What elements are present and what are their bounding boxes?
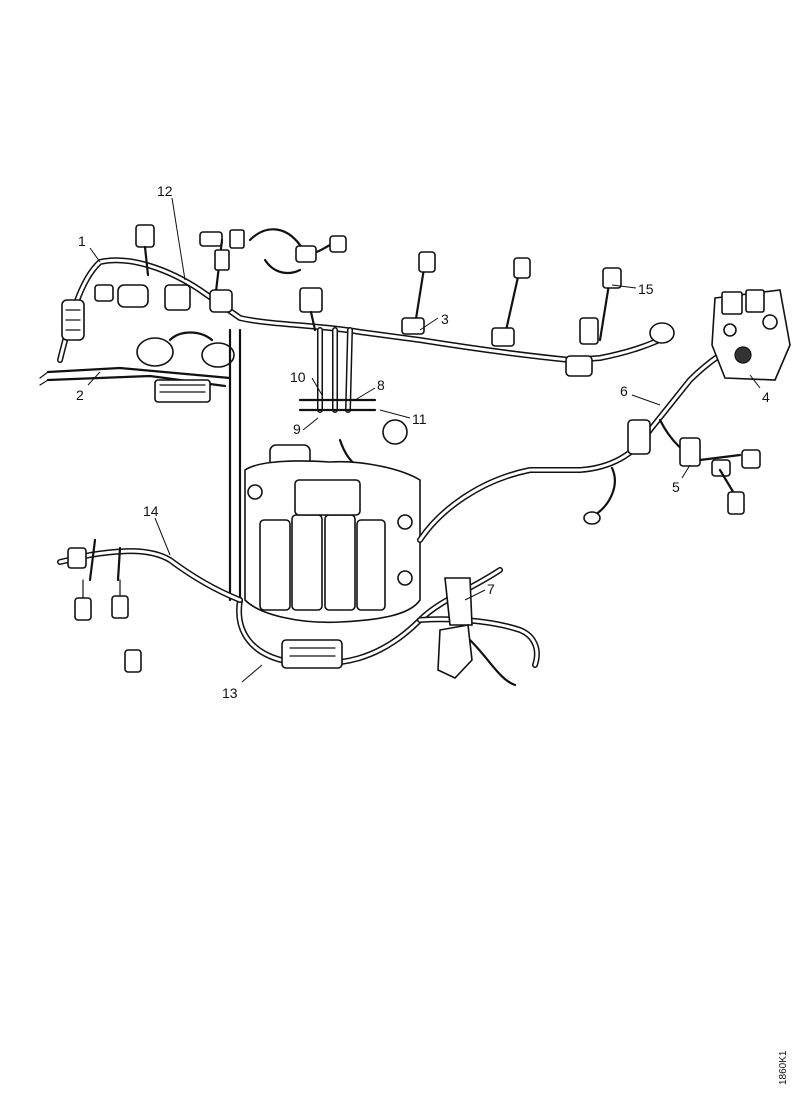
sensor-drop-group xyxy=(401,251,675,377)
callout-3: 3 xyxy=(441,311,449,327)
callout-14: 14 xyxy=(143,503,159,519)
module-block xyxy=(244,460,421,624)
top-center-connector-group xyxy=(248,228,347,332)
callout-12: 12 xyxy=(157,183,173,199)
callout-labels: 1 2 3 4 5 6 7 8 9 10 11 12 13 14 15 xyxy=(76,183,770,701)
callout-15: 15 xyxy=(638,281,654,297)
figure-reference-code: 1860K1 xyxy=(778,1050,789,1085)
callout-4: 4 xyxy=(762,389,770,405)
left-lower-branch xyxy=(57,538,243,673)
right-branch-harness xyxy=(417,352,761,543)
callout-leaders xyxy=(87,197,761,683)
lower-right-branch xyxy=(417,577,540,687)
callout-9: 9 xyxy=(293,421,301,437)
callout-6: 6 xyxy=(620,383,628,399)
callout-2: 2 xyxy=(76,387,84,403)
callout-11: 11 xyxy=(412,411,427,427)
left-connector-group xyxy=(61,224,245,403)
callout-7: 7 xyxy=(487,581,495,597)
callout-8: 8 xyxy=(377,377,385,393)
relay-box xyxy=(711,289,791,381)
callout-1: 1 xyxy=(78,233,86,249)
callout-10: 10 xyxy=(290,369,306,385)
callout-5: 5 xyxy=(672,479,680,495)
callout-13: 13 xyxy=(222,685,238,701)
